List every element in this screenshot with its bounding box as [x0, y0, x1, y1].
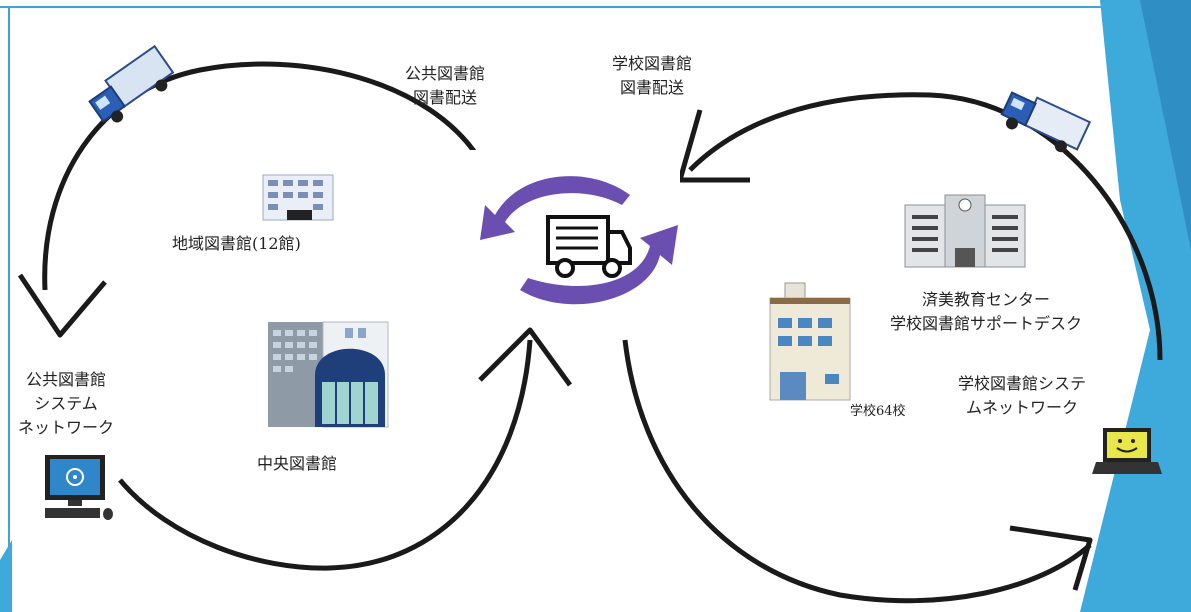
public-network-line3: ネットワーク — [18, 418, 115, 437]
public-delivery-line1: 公共図書館 — [405, 64, 486, 83]
left-cycle-upper-arc — [42, 61, 483, 291]
desktop-computer-icon — [45, 455, 113, 520]
school-delivery-label: 学校図書館 図書配送 — [612, 52, 692, 100]
office-building-icon — [904, 194, 1026, 268]
right-cycle-lower-arc — [622, 339, 1092, 604]
education-center-line2: 学校図書館サポートデスク — [890, 314, 1083, 333]
education-center-label: 済美教育センター 学校図書館サポートデスク — [890, 288, 1082, 336]
left-cycle-lower-arc — [118, 339, 533, 571]
right-decor-shape — [1080, 0, 1191, 612]
right-decor-shape-dark — [1140, 0, 1191, 250]
left-border — [8, 8, 10, 612]
central-library-label: 中央図書館 — [257, 454, 338, 473]
left-cycle-arrowhead-up — [478, 327, 573, 387]
library-building-icon-central — [268, 321, 389, 428]
right-cycle-upper-arc — [688, 92, 1163, 361]
school-delivery-line2: 図書配送 — [620, 78, 685, 97]
school-network-line1: 学校図書館システ — [958, 374, 1087, 393]
school-network-label: 学校図書館システ ムネットワーク — [958, 372, 1086, 420]
right-cycle-arrowhead-right — [1009, 525, 1093, 591]
education-center-line1: 済美教育センター — [922, 290, 1051, 309]
delivery-truck-icon-left — [88, 44, 175, 123]
public-network-label: 公共図書館 システム ネットワーク — [18, 368, 114, 440]
school-building-icon — [769, 282, 851, 401]
school-delivery-line1: 学校図書館 — [612, 54, 693, 73]
school-network-line2: ムネットワーク — [966, 398, 1079, 417]
public-network-line1: 公共図書館 — [26, 370, 107, 389]
left-decor-shape — [0, 540, 12, 612]
public-network-line2: システム — [34, 394, 98, 413]
public-delivery-label: 公共図書館 図書配送 — [405, 62, 485, 110]
public-delivery-line2: 図書配送 — [413, 88, 478, 107]
schools-label: 学校64校 — [850, 404, 906, 419]
top-border — [0, 6, 1191, 8]
laptop-icon — [1092, 428, 1162, 474]
library-building-icon-regional — [262, 174, 334, 221]
regional-libraries-label: 地域図書館(12館) — [172, 234, 301, 253]
truck-exchange-icon — [470, 150, 680, 320]
left-cycle-arrowhead-down — [17, 273, 107, 338]
delivery-truck-icon-right — [1000, 91, 1092, 153]
